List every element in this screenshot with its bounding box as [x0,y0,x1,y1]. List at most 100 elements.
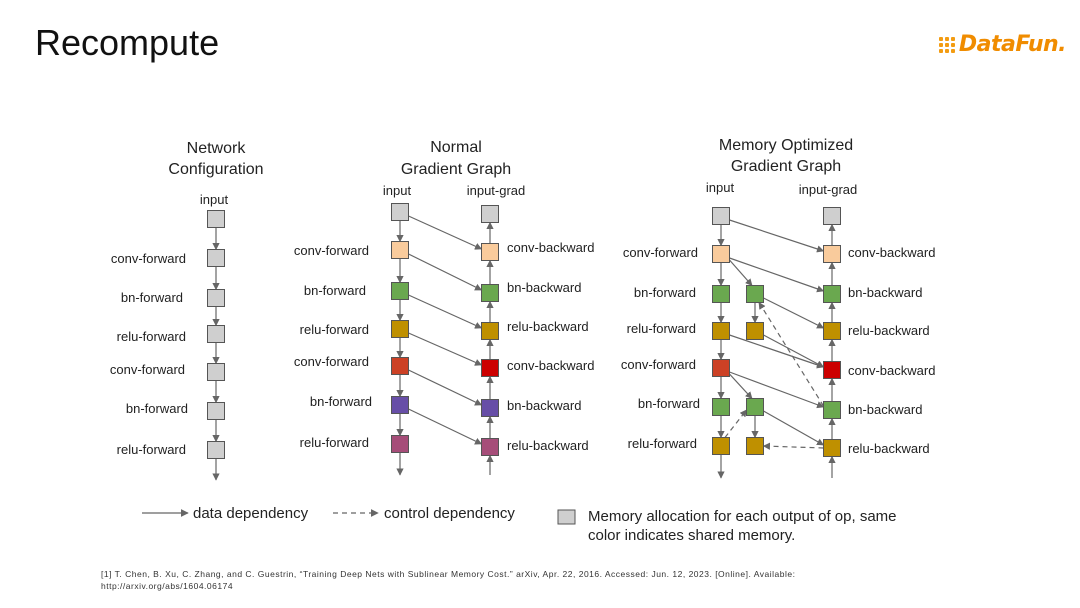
normal-forward-node [391,320,409,338]
normal-backward-node [481,322,499,340]
optimized-title-line1: Memory Optimized [719,137,853,154]
opt-forward-label: relu-forward [628,436,697,451]
network-op-node [207,289,225,307]
opt-forward-node [712,437,730,455]
opt-forward-node [712,359,730,377]
normal-forward-node [391,357,409,375]
opt-recompute-bn-node [746,398,764,416]
legend-data-dependency: data dependency [193,505,309,522]
data-dependency-edge [729,334,825,369]
legend-control-dependency: control dependency [384,505,515,522]
data-dependency-edge [408,332,483,366]
normal-backward-node [481,399,499,417]
network-op-node [207,249,225,267]
optimized-title-line2: Gradient Graph [731,158,841,175]
opt-backward-label: conv-backward [848,363,935,378]
normal-forward-label: conv-forward [294,354,369,369]
data-dependency-edge [408,253,483,291]
opt-forward-label: conv-forward [621,357,696,372]
data-dependency-edge [408,294,483,329]
net-label: bn-forward [126,401,188,416]
opt-input-node [712,207,730,225]
opt-input-grad-node [823,207,841,225]
opt-forward-node [712,398,730,416]
normal-forward-node [391,282,409,300]
normal-backward-node [481,438,499,456]
normal-forward-label: bn-forward [310,394,372,409]
normal-backward-label: relu-backward [507,319,589,334]
opt-backward-label: conv-backward [848,245,935,260]
opt-backward-node [823,361,841,379]
control-dependency-edge [762,442,824,450]
optimized-grad-label: input-grad [799,182,858,197]
legend-memory-line1: Memory allocation for each output of op,… [588,508,897,525]
data-dependency-edge [408,408,483,445]
legend-memory-box [557,509,576,525]
normal-backward-label: conv-backward [507,358,594,373]
normal-backward-node [481,284,499,302]
normal-forward-node [391,241,409,259]
network-op-node [207,441,225,459]
data-dependency-edge [729,373,753,400]
opt-backward-node [823,245,841,263]
opt-forward-label: conv-forward [623,245,698,260]
control-dependency-edge [758,301,825,407]
normal-backward-node [481,359,499,377]
opt-backward-label: bn-backward [848,285,922,300]
network-title-line2: Configuration [168,161,263,178]
net-label: conv-forward [110,362,185,377]
opt-forward-node [712,322,730,340]
legend-memory-line2: color indicates shared memory. [588,527,795,544]
data-dependency-edge [729,371,825,409]
network-op-node [207,363,225,381]
network-op-node [207,402,225,420]
edge-layer [212,215,836,481]
datafun-logo: DataFun. [938,32,1067,57]
control-dependency-edge [724,409,747,438]
network-op-node [207,325,225,343]
footnote-line1: [1] T. Chen, B. Xu, C. Zhang, and C. Gue… [101,569,796,579]
net-label: relu-forward [117,442,186,457]
normal-title-line1: Normal [430,139,482,156]
network-input-label: input [200,192,229,207]
opt-backward-node [823,439,841,457]
data-dependency-edge [729,257,825,293]
data-dependency-edge [729,219,825,253]
net-label: conv-forward [111,251,186,266]
opt-backward-label: relu-backward [848,323,930,338]
data-dependency-edge [763,297,825,329]
normal-backward-node [481,243,499,261]
logo-dots-icon [938,36,955,53]
normal-input-label: input [383,183,412,198]
network-input-node [207,210,225,228]
normal-input-grad-node [481,205,499,223]
normal-forward-node [391,435,409,453]
logo-text: DataFun. [958,32,1067,57]
data-dependency-edge [408,215,483,250]
normal-forward-label: relu-forward [300,435,369,450]
opt-recompute-relu-node [746,322,764,340]
opt-recompute-bn-node [746,285,764,303]
opt-forward-node [712,285,730,303]
opt-backward-node [823,285,841,303]
normal-forward-label: relu-forward [300,322,369,337]
network-title-line1: Network [187,140,247,157]
data-dependency-edge [408,369,483,406]
box-layer [207,203,841,459]
net-label: relu-forward [117,329,186,344]
optimized-input-label: input [706,180,735,195]
opt-forward-node [712,245,730,263]
opt-forward-label: bn-forward [634,285,696,300]
opt-backward-node [823,322,841,340]
opt-forward-label: relu-forward [627,321,696,336]
normal-forward-label: conv-forward [294,243,369,258]
data-dependency-edge [729,259,753,287]
normal-input-node [391,203,409,221]
data-dependency-edge [763,410,825,446]
normal-backward-label: bn-backward [507,280,581,295]
normal-forward-label: bn-forward [304,283,366,298]
normal-title-line2: Gradient Graph [401,161,511,178]
slide-title: Recompute [35,22,220,63]
opt-backward-label: relu-backward [848,441,930,456]
